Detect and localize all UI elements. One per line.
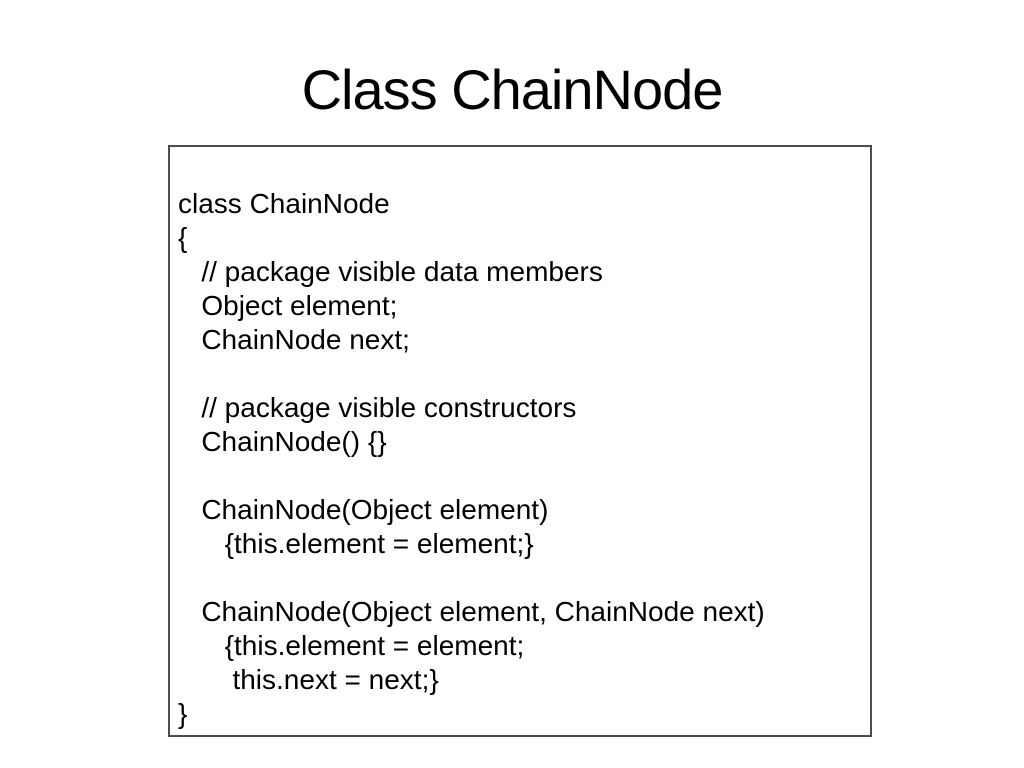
page-title: Class ChainNode: [301, 58, 724, 121]
code-text: class ChainNode { // package visible dat…: [178, 188, 765, 729]
code-box: class ChainNode { // package visible dat…: [168, 145, 872, 737]
